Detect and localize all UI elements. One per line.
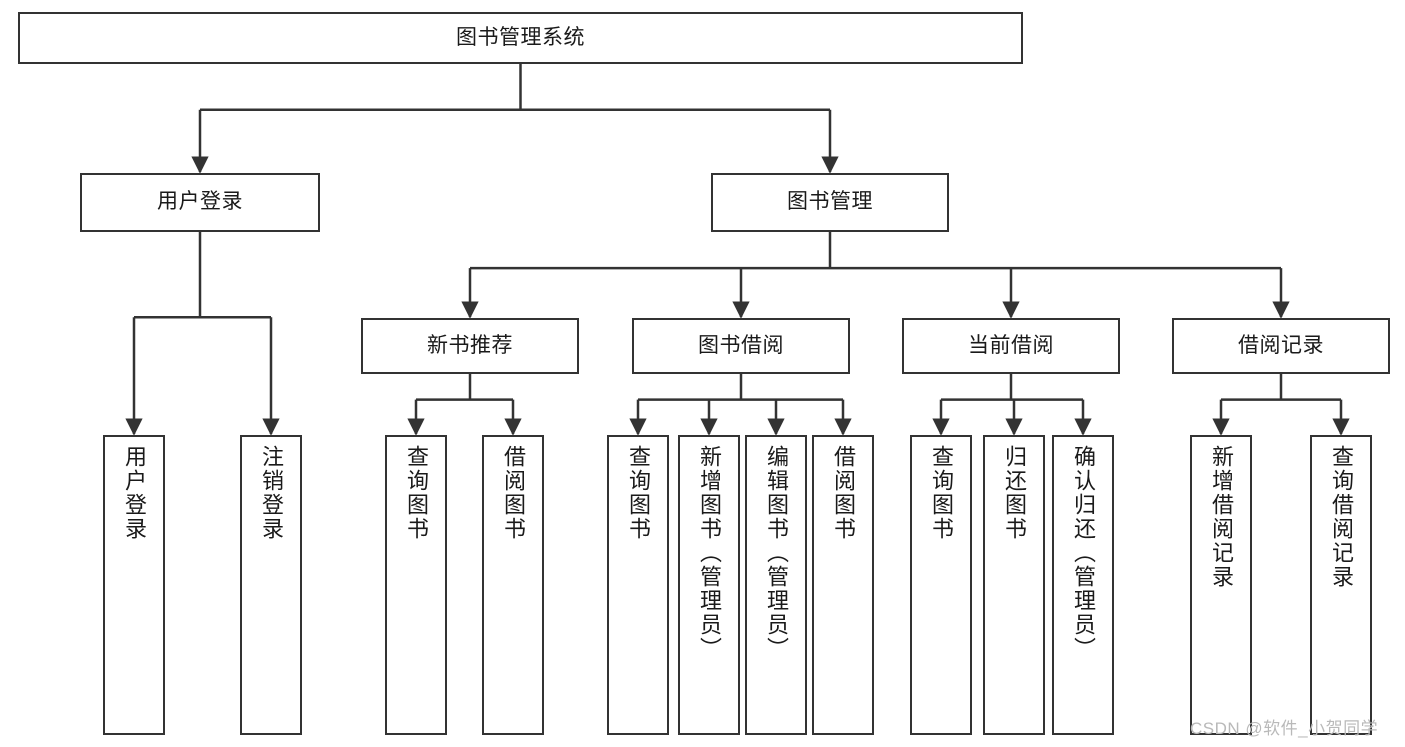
node-new-book-rec[interactable]: 新书推荐 (361, 318, 579, 374)
node-leaf-borrow-book-2[interactable]: 借阅图书 (812, 435, 874, 735)
node-leaf-add-book[interactable]: 新增图书（管理员） (678, 435, 740, 735)
node-leaf-confirm-return[interactable]: 确认归还（管理员） (1052, 435, 1114, 735)
node-leaf-add-book-label: 新增图书（管理员） (697, 445, 722, 661)
node-leaf-query-book-3-label: 查询图书 (929, 445, 954, 541)
node-leaf-edit-book[interactable]: 编辑图书（管理员） (745, 435, 807, 735)
node-leaf-user-login-label: 用户登录 (122, 445, 147, 541)
node-book-borrow-label: 图书借阅 (698, 333, 784, 357)
node-leaf-logout[interactable]: 注销登录 (240, 435, 302, 735)
node-user-login-label: 用户登录 (157, 190, 243, 214)
node-root[interactable]: 图书管理系统 (18, 12, 1023, 64)
node-leaf-add-record-label: 新增借阅记录 (1209, 445, 1234, 589)
node-leaf-add-record[interactable]: 新增借阅记录 (1190, 435, 1252, 735)
node-borrow-record-label: 借阅记录 (1238, 333, 1324, 357)
node-borrow-record[interactable]: 借阅记录 (1172, 318, 1390, 374)
node-leaf-query-book-1-label: 查询图书 (404, 445, 429, 541)
node-user-login[interactable]: 用户登录 (80, 173, 320, 232)
node-leaf-query-book-1[interactable]: 查询图书 (385, 435, 447, 735)
node-root-label: 图书管理系统 (456, 25, 585, 49)
node-leaf-query-record-label: 查询借阅记录 (1329, 445, 1354, 589)
node-leaf-logout-label: 注销登录 (259, 445, 284, 541)
node-book-manage[interactable]: 图书管理 (711, 173, 949, 232)
watermark-text: CSDN @软件_小贺同学 (1190, 719, 1379, 738)
node-book-borrow[interactable]: 图书借阅 (632, 318, 850, 374)
node-leaf-query-book-3[interactable]: 查询图书 (910, 435, 972, 735)
node-current-borrow[interactable]: 当前借阅 (902, 318, 1120, 374)
node-leaf-query-book-2-label: 查询图书 (626, 445, 651, 541)
node-leaf-borrow-book-1-label: 借阅图书 (501, 445, 526, 541)
node-leaf-query-record[interactable]: 查询借阅记录 (1310, 435, 1372, 735)
node-leaf-confirm-return-label: 确认归还（管理员） (1071, 445, 1096, 661)
node-leaf-query-book-2[interactable]: 查询图书 (607, 435, 669, 735)
node-leaf-borrow-book-1[interactable]: 借阅图书 (482, 435, 544, 735)
node-current-borrow-label: 当前借阅 (968, 333, 1054, 357)
node-leaf-user-login[interactable]: 用户登录 (103, 435, 165, 735)
node-book-manage-label: 图书管理 (787, 190, 873, 214)
node-new-book-rec-label: 新书推荐 (427, 333, 513, 357)
node-leaf-return-book-label: 归还图书 (1002, 445, 1027, 541)
node-leaf-edit-book-label: 编辑图书（管理员） (764, 445, 789, 661)
node-leaf-borrow-book-2-label: 借阅图书 (831, 445, 856, 541)
node-leaf-return-book[interactable]: 归还图书 (983, 435, 1045, 735)
